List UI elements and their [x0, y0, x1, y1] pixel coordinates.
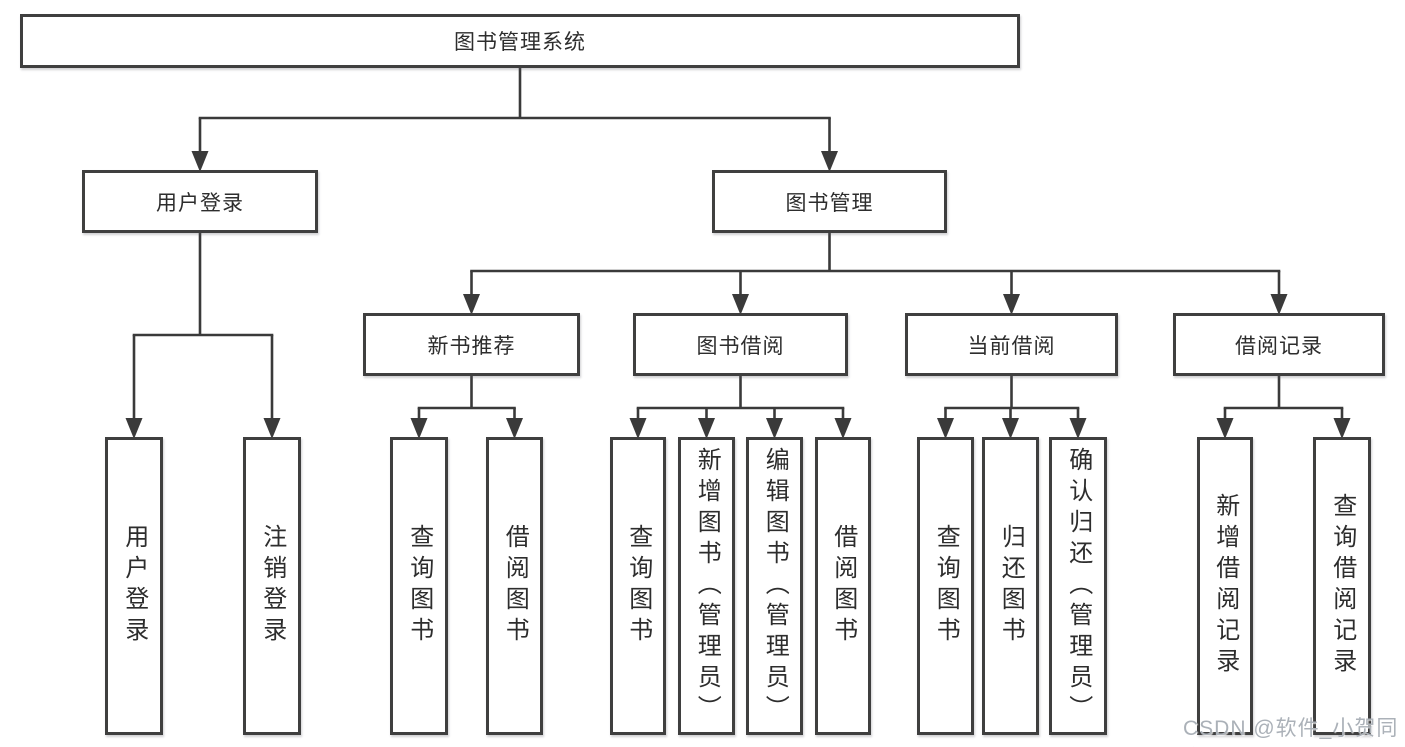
node-label: 归还图书 [997, 524, 1025, 648]
arrowhead-icon [834, 418, 852, 439]
node-label: 查询图书 [624, 524, 652, 648]
node-root: 图书管理系统 [20, 14, 1020, 68]
arrowhead-icon [1333, 418, 1351, 439]
node-label: 图书管理系统 [454, 31, 586, 54]
arrowhead-icon [629, 418, 647, 439]
node-label: 用户登录 [120, 524, 148, 648]
node-label: 用户登录 [156, 191, 244, 215]
arrowhead-icon [410, 418, 428, 439]
node-label: 图书借阅 [696, 334, 785, 358]
arrowhead-icon [125, 418, 143, 439]
arrowhead-icon [1069, 418, 1087, 439]
node-label: 注销登录 [258, 524, 286, 648]
node-book-mgmt: 图书管理 [712, 170, 947, 233]
arrowhead-icon [766, 418, 783, 439]
node-label: 新增借阅记录 [1211, 493, 1239, 679]
arrowhead-icon [1002, 418, 1019, 439]
node-label: 图书管理 [785, 191, 874, 215]
node-user-login: 用户登录 [82, 170, 318, 233]
arrowhead-icon [698, 418, 715, 439]
node-record-query: 查询借阅记录 [1313, 437, 1371, 735]
node-bor-query: 查询图书 [610, 437, 666, 735]
arrowhead-icon [506, 418, 523, 439]
node-logout-leaf: 注销登录 [243, 437, 301, 735]
node-cur-confirm: 确认归还（管理员） [1049, 437, 1107, 735]
node-login-leaf: 用户登录 [105, 437, 163, 735]
node-bor-add: 新增图书（管理员） [678, 437, 735, 735]
arrowhead-icon [937, 418, 954, 439]
node-label: 借阅图书 [829, 524, 857, 648]
node-bor-edit: 编辑图书（管理员） [746, 437, 803, 735]
node-label: 借阅记录 [1235, 334, 1323, 358]
arrowhead-icon [821, 151, 838, 172]
node-record-add: 新增借阅记录 [1197, 437, 1253, 735]
node-label: 查询图书 [405, 524, 433, 648]
arrowhead-icon [732, 294, 749, 315]
arrowhead-icon [463, 294, 480, 315]
arrowhead-icon [1270, 294, 1288, 315]
node-book-borrow: 图书借阅 [633, 313, 848, 376]
node-label: 当前借阅 [967, 334, 1056, 358]
node-label: 查询图书 [932, 524, 960, 648]
node-cur-return: 归还图书 [982, 437, 1039, 735]
node-rec-borrow: 借阅图书 [486, 437, 543, 735]
node-label: 新书推荐 [427, 334, 516, 358]
node-rec-query: 查询图书 [390, 437, 448, 735]
node-cur-borrow: 当前借阅 [905, 313, 1118, 376]
node-borrow-record: 借阅记录 [1173, 313, 1385, 376]
node-label: 查询借阅记录 [1328, 493, 1356, 679]
node-cur-query: 查询图书 [917, 437, 974, 735]
node-new-book-rec: 新书推荐 [363, 313, 580, 376]
arrowhead-icon [263, 418, 281, 439]
node-label: 借阅图书 [501, 524, 529, 648]
node-label: 编辑图书（管理员） [761, 446, 789, 726]
node-bor-borrow: 借阅图书 [815, 437, 871, 735]
node-label: 新增图书（管理员） [693, 446, 721, 726]
watermark-text: CSDN @软件_小贺同学 [1183, 717, 1399, 740]
arrowhead-icon [1216, 418, 1234, 439]
arrowhead-icon [1003, 294, 1020, 315]
arrowhead-icon [191, 151, 209, 172]
node-label: 确认归还（管理员） [1064, 446, 1092, 726]
